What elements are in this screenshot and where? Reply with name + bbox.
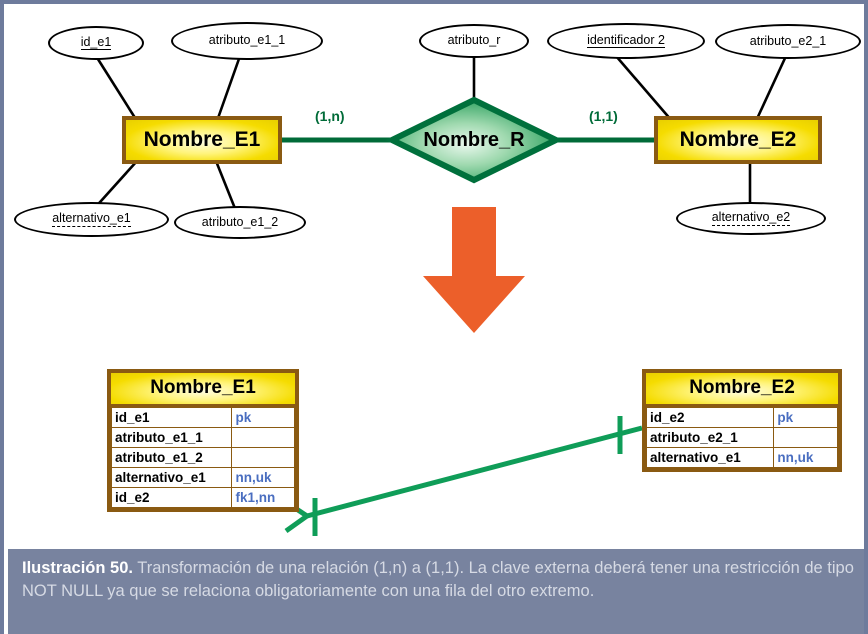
column-constraint xyxy=(773,427,838,448)
column-name: alternativo_e1 xyxy=(110,467,233,488)
table-row: id_e1 pk xyxy=(110,407,295,428)
column-constraint xyxy=(231,427,295,448)
er-entity-nombre-e1: Nombre_E1 xyxy=(122,116,282,164)
relational-table-nombre-e2: Nombre_E2 id_e2 pk atributo_e2_1 alterna… xyxy=(642,369,842,472)
table-body: id_e1 pk atributo_e1_1 atributo_e1_2 alt… xyxy=(110,407,295,508)
er-attribute-label: atributo_e2_1 xyxy=(749,33,827,48)
table-title: Nombre_E1 xyxy=(111,373,295,407)
column-name: id_e2 xyxy=(110,487,233,508)
er-attribute-atributo-e1-2: atributo_e1_2 xyxy=(174,206,306,239)
table-row: alternativo_e1 nn,uk xyxy=(645,447,838,468)
relationship-label: Nombre_R xyxy=(423,128,525,151)
column-constraint: fk1,nn xyxy=(231,487,295,508)
er-attribute-label: atributo_r xyxy=(447,33,501,48)
er-attribute-alternativo-e1: alternativo_e1 xyxy=(14,202,169,237)
column-name: atributo_e1_2 xyxy=(110,447,233,468)
column-constraint: nn,uk xyxy=(773,447,838,468)
er-attribute-id-e1: id_e1 xyxy=(48,26,144,60)
down-arrow-icon xyxy=(423,207,525,333)
cardinality-left: (1,n) xyxy=(315,108,345,124)
caption-label: Ilustración 50. xyxy=(22,559,133,577)
column-name: id_e1 xyxy=(110,407,233,428)
er-attribute-label: id_e1 xyxy=(80,34,112,51)
figure-caption: Ilustración 50. Transformación de una re… xyxy=(8,549,864,634)
foreign-key-link xyxy=(284,416,643,536)
er-entity-nombre-e2: Nombre_E2 xyxy=(654,116,822,164)
cardinality-right: (1,1) xyxy=(589,108,618,124)
caption-text: Transformación de una relación (1,n) a (… xyxy=(22,559,854,601)
er-attribute-label: identificador 2 xyxy=(587,32,665,49)
table-row: id_e2 fk1,nn xyxy=(110,487,295,508)
table-title: Nombre_E2 xyxy=(646,373,838,407)
er-attribute-atributo-e1-1: atributo_e1_1 xyxy=(171,22,323,60)
er-attribute-atributo-r: atributo_r xyxy=(419,24,529,58)
column-name: atributo_e1_1 xyxy=(110,427,233,448)
table-body: id_e2 pk atributo_e2_1 alternativo_e1 nn… xyxy=(645,407,838,468)
table-row: atributo_e1_2 xyxy=(110,447,295,468)
column-name: alternativo_e1 xyxy=(645,447,775,468)
table-row: atributo_e2_1 xyxy=(645,427,838,448)
column-name: id_e2 xyxy=(645,407,775,428)
column-constraint: pk xyxy=(231,407,295,428)
er-attribute-atributo-e2-1: atributo_e2_1 xyxy=(715,24,861,59)
er-attribute-label: alternativo_e2 xyxy=(711,210,791,226)
table-row: alternativo_e1 nn,uk xyxy=(110,467,295,488)
column-constraint: pk xyxy=(773,407,838,428)
column-name: atributo_e2_1 xyxy=(645,427,775,448)
er-attribute-identificador-2: identificador 2 xyxy=(547,23,705,59)
column-constraint xyxy=(231,447,295,468)
er-attribute-label: atributo_e1_2 xyxy=(201,214,279,229)
er-attribute-label: alternativo_e1 xyxy=(52,211,131,227)
relational-table-nombre-e1: Nombre_E1 id_e1 pk atributo_e1_1 atribut… xyxy=(107,369,299,512)
er-attribute-label: atributo_e1_1 xyxy=(208,33,286,48)
diagram-canvas: id_e1 atributo_e1_1 atributo_r identific… xyxy=(4,4,864,549)
column-constraint: nn,uk xyxy=(231,467,295,488)
table-row: id_e2 pk xyxy=(645,407,838,428)
relationship-diamond xyxy=(385,96,563,184)
table-row: atributo_e1_1 xyxy=(110,427,295,448)
er-attribute-alternativo-e2: alternativo_e2 xyxy=(676,202,826,235)
